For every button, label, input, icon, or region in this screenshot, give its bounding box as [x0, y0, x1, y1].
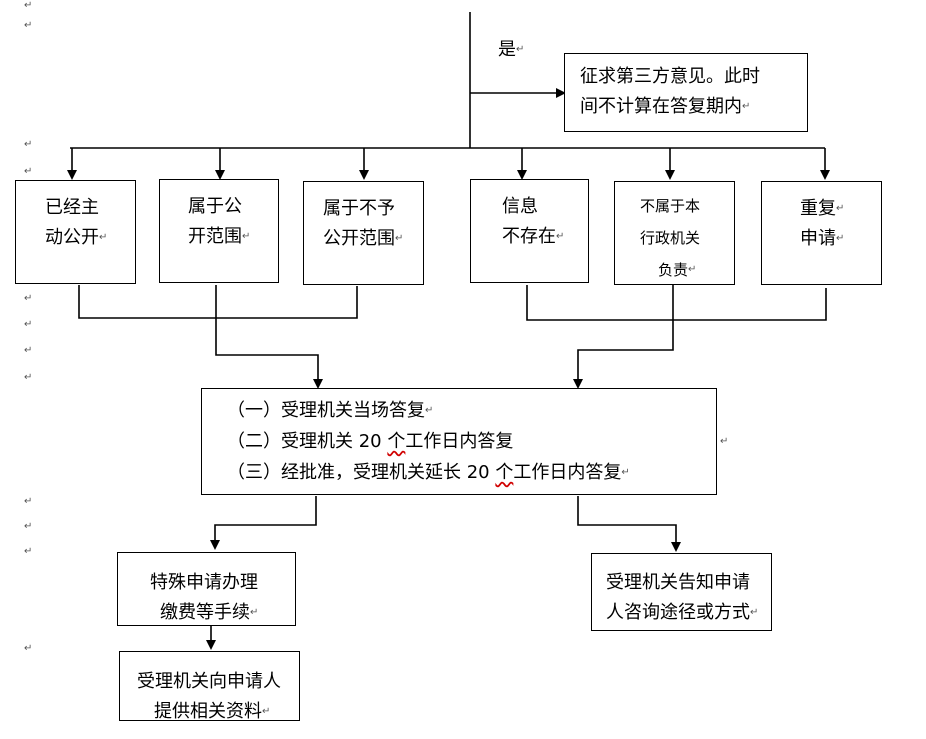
inform-box — [591, 553, 772, 631]
reply-line-1: （一）受理机关当场答复↵ — [227, 400, 434, 421]
margin-mark: ↵ — [24, 319, 33, 330]
category-disclosed — [15, 180, 136, 284]
reply-line-3: （三）经批准，受理机关延长 20 个工作日内答复↵ — [227, 462, 630, 483]
category-not-exist-text: 信息 不存在↵ — [502, 196, 565, 247]
right-merge-2 — [573, 285, 674, 389]
right-merge-1 — [526, 285, 827, 321]
left-merge-1 — [78, 285, 358, 319]
category-public-scope-text: 属于公 开范围↵ — [188, 196, 251, 247]
category-not-agency — [614, 181, 735, 285]
provide-text: 受理机关向申请人 提供相关资料↵ — [137, 671, 281, 722]
reply-line-2: （二）受理机关 20 个工作日内答复 — [227, 431, 514, 452]
margin-mark: ↵ — [24, 643, 33, 654]
provide-box — [119, 651, 300, 721]
category-repeat-text: 重复↵ 申请↵ — [800, 198, 845, 249]
margin-mark: ↵ — [24, 293, 33, 304]
reply-text: （一）受理机关当场答复↵ （二）受理机关 20 个工作日内答复 （三）经批准，受… — [227, 395, 630, 488]
margin-mark: ↵ — [24, 546, 33, 557]
special-process-text: 特殊申请办理 缴费等手续↵ — [150, 572, 259, 623]
margin-mark: ↵ — [24, 345, 33, 356]
margin-mark: ↵ — [24, 166, 33, 177]
yes-label: 是↵ — [498, 39, 525, 60]
output-right — [577, 496, 681, 552]
reply-side-mark: ↵ — [720, 436, 729, 447]
special-process-box — [117, 552, 296, 626]
left-merge-2 — [215, 285, 323, 389]
category-disclosed-text: 已经主 动公开↵ — [45, 197, 108, 248]
margin-mark: ↵ — [24, 496, 33, 507]
output-left — [210, 496, 317, 550]
category-repeat — [761, 181, 882, 285]
category-non-public — [303, 181, 424, 285]
category-non-public-text: 属于不予 公开范围↵ — [323, 198, 404, 249]
category-not-agency-text: 不属于本 行政机关 负责↵ — [640, 197, 701, 279]
margin-mark: ↵ — [24, 372, 33, 383]
margin-mark: ↵ — [24, 139, 33, 150]
inform-text: 受理机关告知申请 人咨询途径或方式↵ — [606, 572, 759, 623]
category-public-scope — [159, 179, 279, 283]
margin-mark: ↵ — [24, 0, 33, 11]
category-not-exist — [470, 179, 589, 283]
reply-box — [201, 388, 717, 495]
third-party-box — [564, 53, 808, 132]
third-party-text: 征求第三方意见。此时 间不计算在答复期内↵ — [580, 66, 760, 117]
margin-mark: ↵ — [24, 20, 33, 31]
margin-mark: ↵ — [24, 521, 33, 532]
